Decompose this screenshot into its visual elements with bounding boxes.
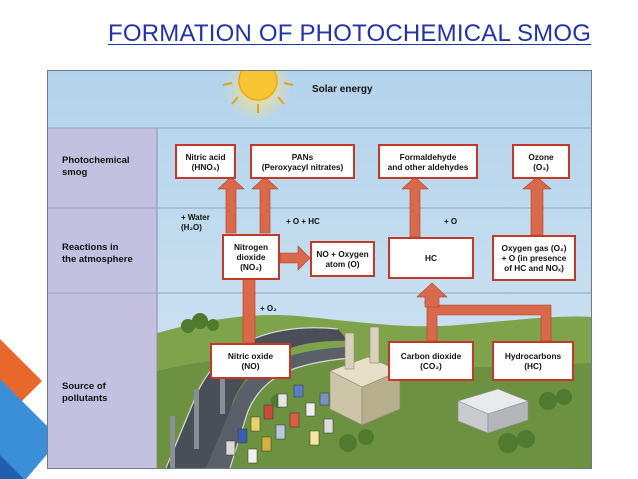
arrow-o2-to-ozone <box>522 176 552 236</box>
reaction-arrows <box>217 176 552 344</box>
box-hydrocarbons: Hydrocarbons (HC) <box>492 341 574 381</box>
arrow-hc-to-formaldehyde <box>401 176 429 238</box>
solar-energy-label: Solar energy <box>312 84 373 95</box>
row-label-sources: Source of pollutants <box>62 381 108 404</box>
note-o2: + O₂ <box>260 304 277 313</box>
box-pans: PANs (Peroxyacyl nitrates) <box>250 144 355 179</box>
arrow-sources-to-hc <box>424 302 552 342</box>
box-nitric-acid: Nitric acid (HNO₃) <box>175 144 236 179</box>
box-carbon-dioxide: Carbon dioxide (CO₂) <box>388 341 474 381</box>
arrow-no2-to-nitric-acid <box>217 176 245 234</box>
note-o-hc: + O + HC <box>286 217 320 226</box>
box-hc: HC <box>388 237 474 279</box>
row-label-smog: Photochemical smog <box>62 155 130 178</box>
note-water: + Water (H₂O) <box>181 213 210 232</box>
box-formaldehyde: Formaldehyde and other aldehydes <box>378 144 478 179</box>
box-nitrogen-dioxide: Nitrogen dioxide (NO₂) <box>222 234 280 280</box>
box-oxygen-gas: Oxygen gas (O₂) + O (in presence of HC a… <box>492 235 576 281</box>
slide-title: FORMATION OF PHOTOCHEMICAL SMOG <box>108 20 592 47</box>
smog-diagram: Solar energy Photochemical smog Reaction… <box>47 70 592 469</box>
sun-icon <box>222 71 294 121</box>
note-o: + O <box>444 217 458 226</box>
row-label-reactions: Reactions in the atmosphere <box>62 242 133 265</box>
arrow-no2-to-no-o <box>279 245 311 271</box>
box-ozone: Ozone (O₃) <box>512 144 570 179</box>
corner-decoration <box>0 339 60 479</box>
arrow-no2-to-pans <box>251 176 279 234</box>
box-nitric-oxide: Nitric oxide (NO) <box>210 343 291 379</box>
box-no-oxygen-atom: NO + Oxygen atom (O) <box>310 241 375 277</box>
